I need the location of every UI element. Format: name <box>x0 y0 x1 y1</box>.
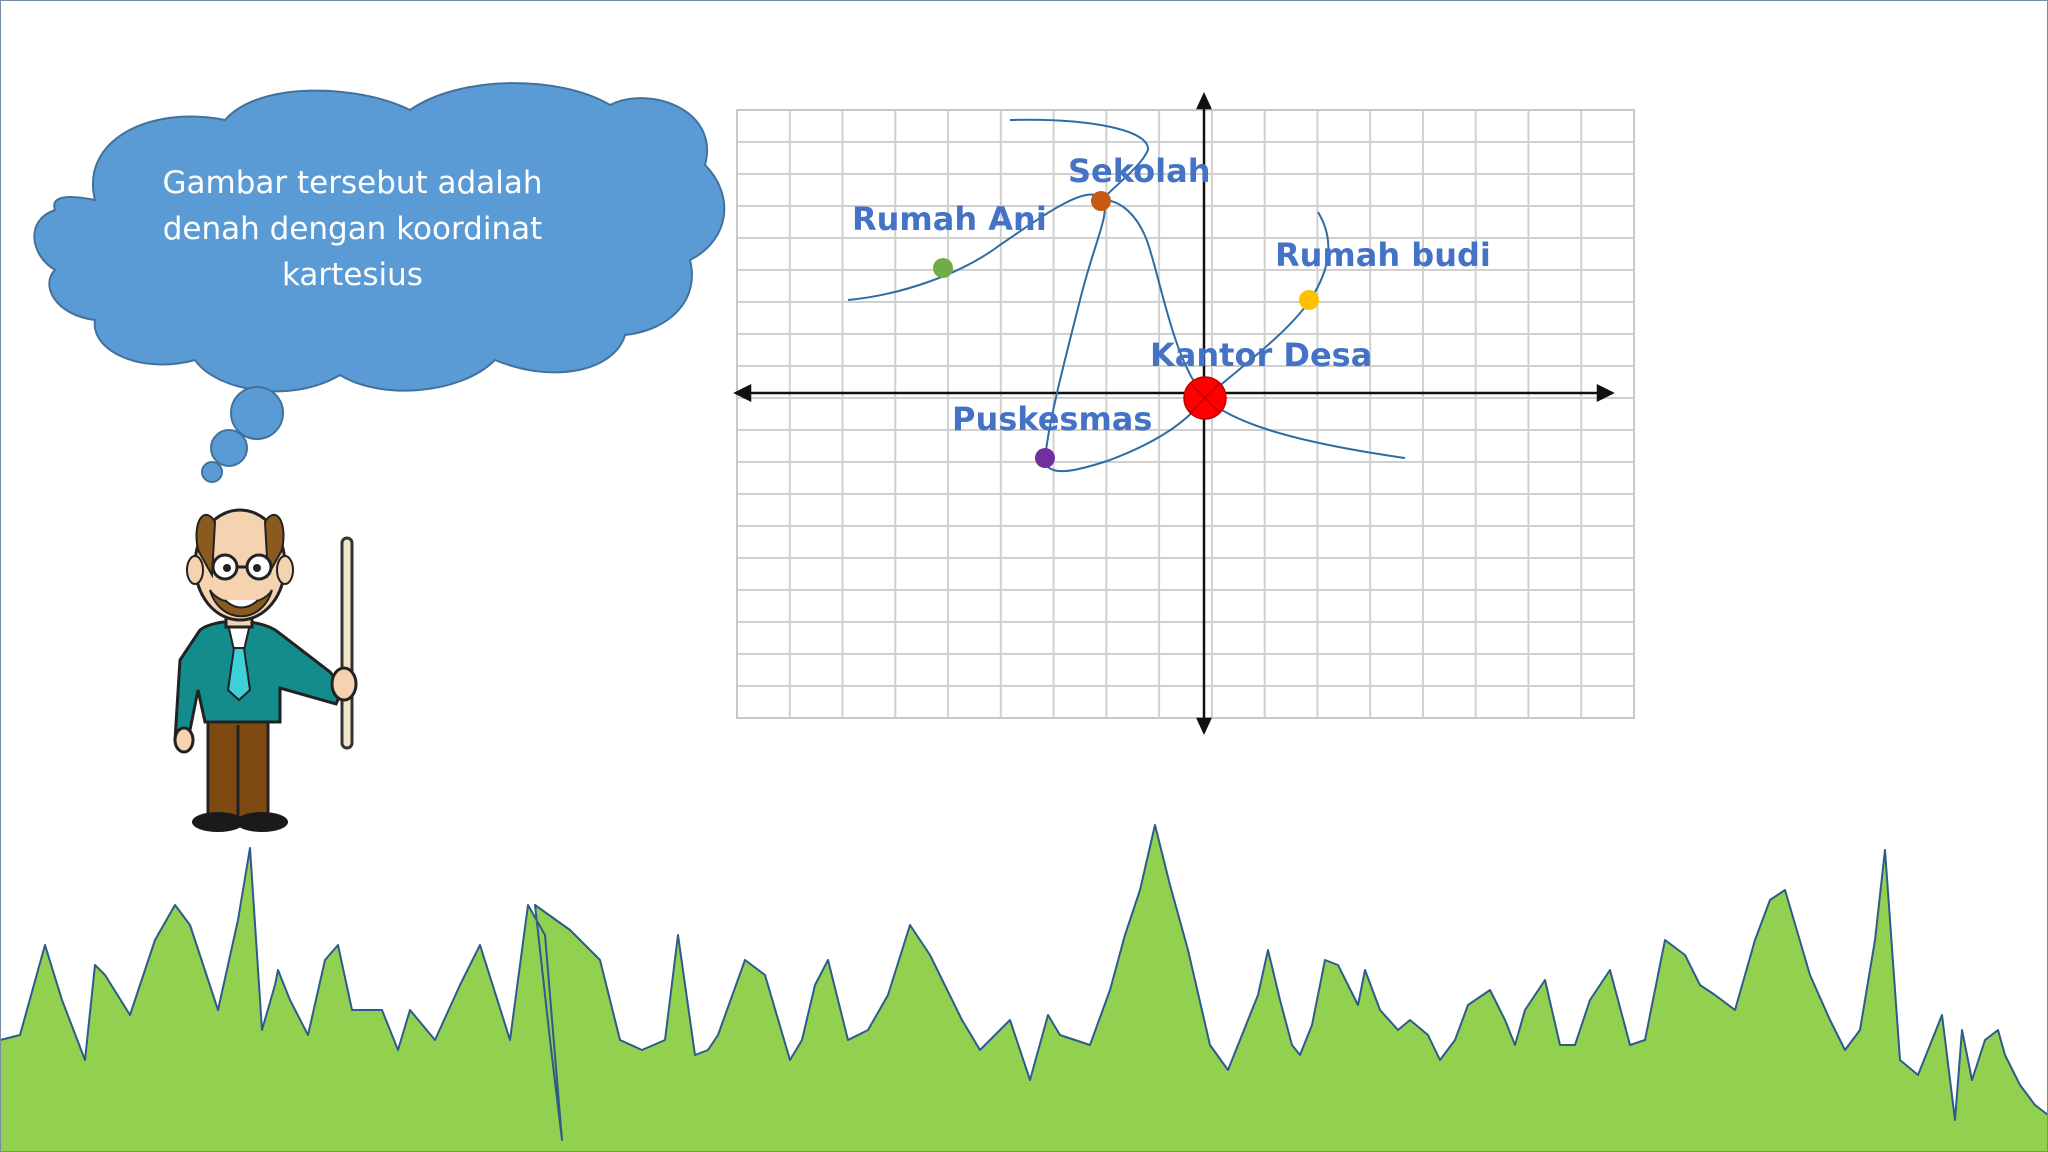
pointer-stick <box>340 536 354 750</box>
bubble-line-3: kartesius <box>282 257 423 293</box>
thought-dot-small <box>201 461 223 483</box>
cartesian-grid <box>736 109 1635 719</box>
marker-puskesmas <box>1035 448 1055 468</box>
y-axis-arrow-up <box>1196 92 1212 110</box>
marker-sekolah <box>1091 191 1111 211</box>
thought-dot-medium <box>210 429 248 467</box>
bubble-text: Gambar tersebut adalah denah dengan koor… <box>130 160 575 298</box>
thought-bubble <box>33 82 726 483</box>
bubble-line-2: denah dengan koordinat <box>162 211 543 247</box>
teacher-character <box>173 508 358 832</box>
label-rumah-ani: Rumah Ani <box>852 200 1047 238</box>
thought-dot-large <box>230 386 284 440</box>
label-rumah-budi: Rumah budi <box>1275 236 1491 274</box>
cloud-shape <box>33 82 726 393</box>
marker-rumah-ani <box>933 258 953 278</box>
label-kantor-desa: Kantor Desa <box>1150 336 1373 374</box>
marker-rumah-budi <box>1299 290 1319 310</box>
bubble-line-1: Gambar tersebut adalah <box>162 165 543 201</box>
route-line <box>847 118 1406 473</box>
teacher-tie <box>226 647 252 702</box>
teacher-hand <box>330 666 358 702</box>
grid-frame <box>736 109 1635 719</box>
teacher-jacket <box>173 619 345 742</box>
x-axis-arrow-right <box>1596 383 1615 403</box>
y-axis-arrow-down <box>1196 717 1212 735</box>
grass <box>0 824 2048 1152</box>
label-puskesmas: Puskesmas <box>952 400 1153 438</box>
place-markers <box>933 191 1319 468</box>
label-sekolah: Sekolah <box>1068 152 1211 190</box>
teacher-shoes <box>192 812 244 832</box>
x-axis-arrow-left <box>733 383 752 403</box>
